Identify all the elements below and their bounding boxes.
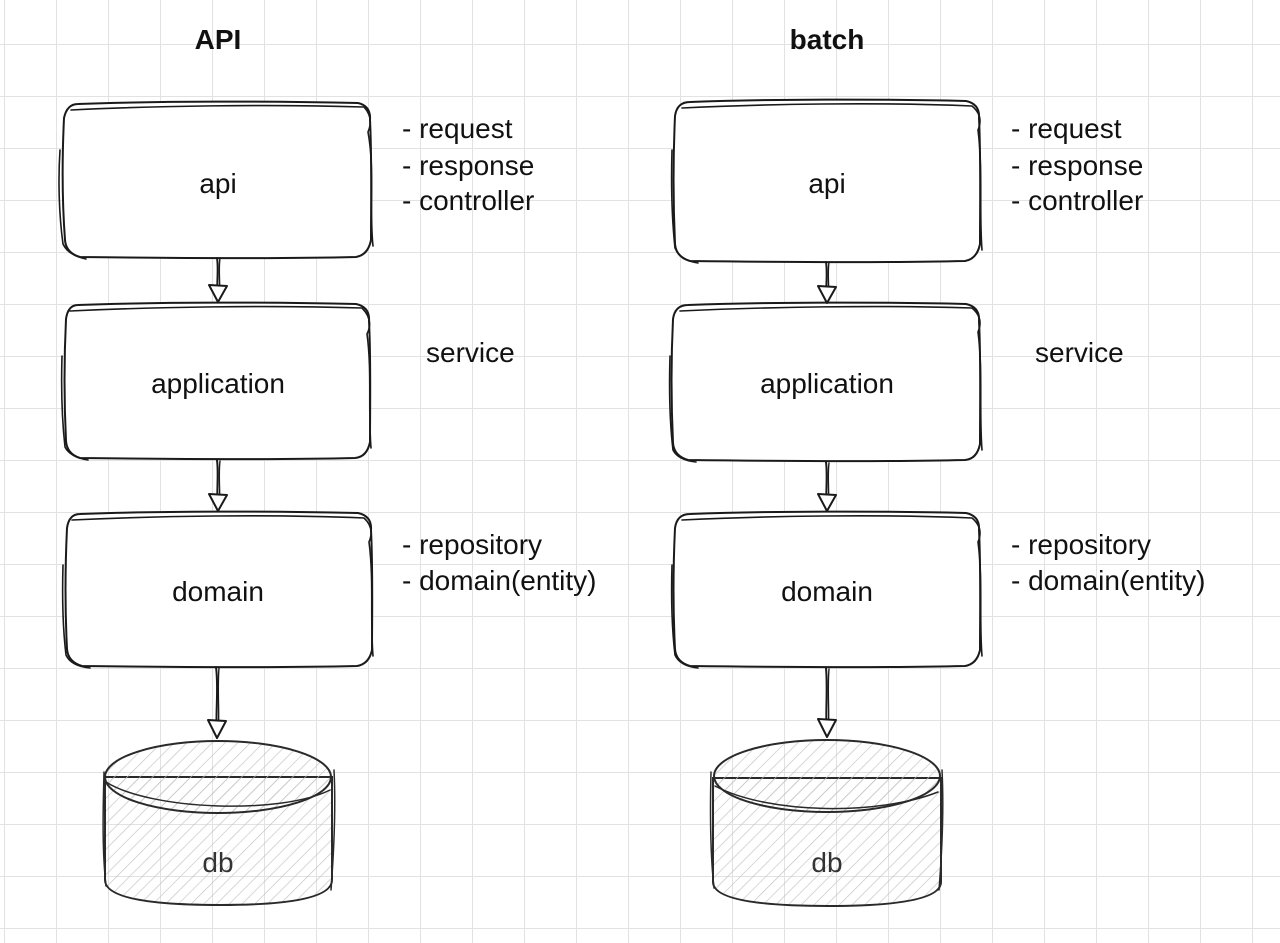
- db-cylinder[interactable]: [102, 740, 336, 907]
- batch-db-cylinder[interactable]: [709, 739, 944, 908]
- arrow-batch-application-to-domain: [817, 461, 837, 512]
- batch-domain-layer-label: domain: [781, 576, 873, 607]
- batch-db-label: db: [811, 847, 843, 878]
- arrow-api-to-application: [208, 257, 228, 303]
- api-column-title: API: [194, 24, 242, 55]
- arrows: [207, 257, 837, 739]
- api-note-response: - response: [402, 150, 535, 181]
- domain-layer-box[interactable]: [61, 510, 374, 669]
- api-layer-label: api: [199, 168, 237, 199]
- batch-application-layer-label: application: [760, 368, 894, 399]
- arrow-domain-to-db: [207, 666, 227, 739]
- arrow-application-to-domain: [208, 459, 228, 512]
- batch-api-note-request: - request: [1011, 113, 1122, 144]
- api-layer-box[interactable]: [58, 100, 374, 260]
- domain-note-repository: - repository: [402, 529, 543, 560]
- batch-domain-layer-box[interactable]: [670, 510, 983, 669]
- api-note-request: - request: [402, 113, 513, 144]
- batch-api-layer-label: api: [808, 168, 846, 199]
- api-note-controller: - controller: [402, 185, 535, 216]
- batch-application-note-service: service: [1035, 337, 1124, 368]
- application-note-service: service: [426, 337, 515, 368]
- db-label: db: [202, 847, 234, 878]
- batch-application-layer-box[interactable]: [668, 301, 983, 463]
- domain-layer-label: domain: [172, 576, 264, 607]
- batch-api-note-response: - response: [1011, 150, 1144, 181]
- batch-column-title: batch: [789, 24, 865, 55]
- arrow-batch-api-to-application: [817, 261, 837, 304]
- batch-column-layers: [668, 98, 983, 669]
- batch-domain-note-repository: - repository: [1011, 529, 1152, 560]
- application-layer-label: application: [151, 368, 285, 399]
- arrow-batch-domain-to-db: [817, 667, 837, 738]
- domain-note-entity: - domain(entity): [402, 565, 597, 596]
- application-layer-box[interactable]: [60, 301, 372, 461]
- batch-domain-note-entity: - domain(entity): [1011, 565, 1206, 596]
- batch-api-note-controller: - controller: [1011, 185, 1144, 216]
- api-column-layers: [58, 100, 374, 669]
- batch-api-layer-box[interactable]: [670, 98, 983, 264]
